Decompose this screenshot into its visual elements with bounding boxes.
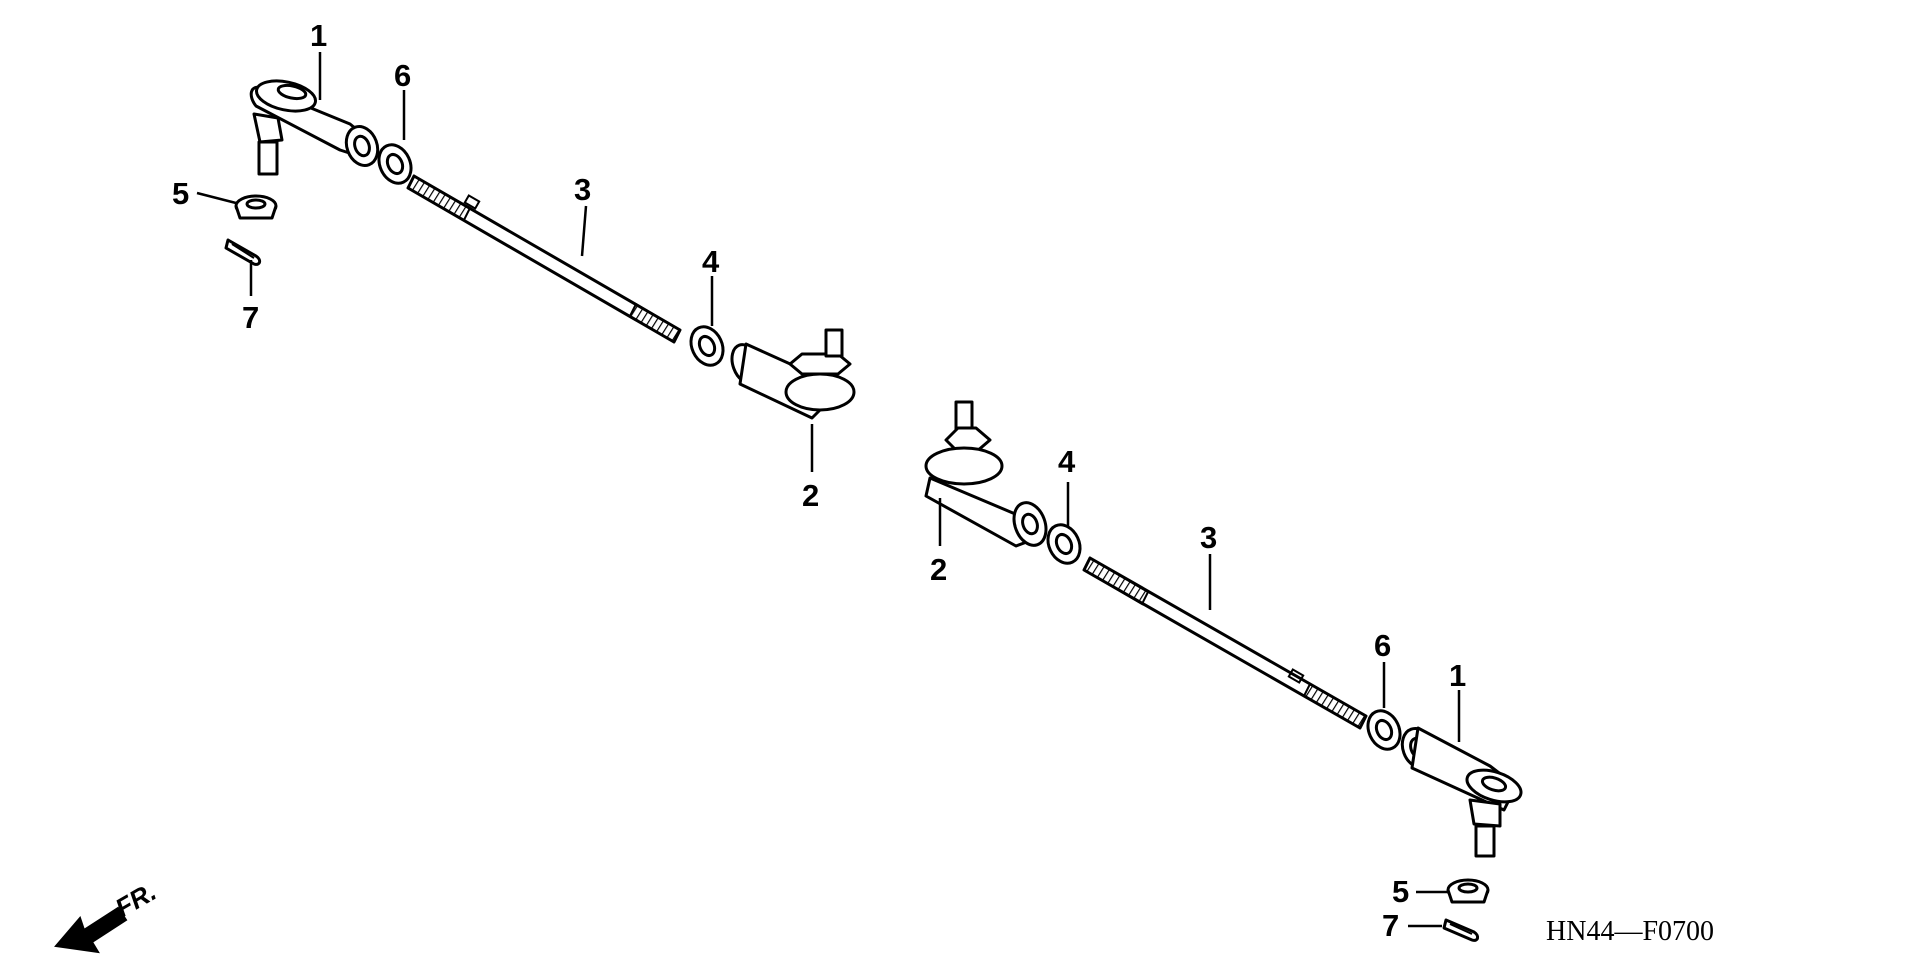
right-cotter-pin (1442, 918, 1480, 942)
callout-2-left: 2 (802, 478, 819, 513)
right-tie-rod-assembly (924, 400, 1523, 942)
callout-labels-left: 1 6 3 4 2 5 7 (172, 18, 819, 513)
right-tie-rod (1082, 556, 1368, 730)
callout-4-left: 4 (702, 244, 720, 279)
callout-1-right: 1 (1449, 658, 1466, 693)
right-washer (1366, 709, 1402, 751)
front-arrow-icon (54, 906, 128, 954)
front-direction-indicator: FR. (54, 876, 161, 954)
callout-6-right: 6 (1374, 628, 1391, 663)
callout-labels-right: 4 2 3 6 1 5 7 (930, 444, 1466, 943)
callout-5-left: 5 (172, 176, 189, 211)
callout-5-right: 5 (1392, 874, 1409, 909)
callout-7-left: 7 (242, 300, 259, 335)
left-tie-rod-end-outer (249, 79, 380, 176)
left-washer (377, 143, 413, 185)
right-castle-nut (1446, 878, 1490, 904)
left-tie-rod (406, 174, 682, 344)
right-lock-nut (1046, 523, 1082, 565)
leader-lines (196, 52, 1461, 928)
left-cotter-pin (224, 238, 262, 266)
callout-1-left: 1 (310, 18, 327, 53)
diagram-code: HN44—F0700 (1546, 916, 1714, 947)
right-tie-rod-end-inner (924, 400, 1048, 548)
left-tie-rod-assembly (224, 79, 856, 420)
callout-3-right: 3 (1200, 520, 1217, 555)
callout-2-right: 2 (930, 552, 947, 587)
callout-6-left: 6 (394, 58, 411, 93)
callout-3-left: 3 (574, 172, 591, 207)
right-tie-rod-end-outer (1400, 726, 1523, 858)
left-tie-rod-end-inner (730, 328, 856, 420)
left-lock-nut (689, 325, 725, 367)
callout-4-right: 4 (1058, 444, 1076, 479)
callout-7-right: 7 (1382, 908, 1399, 943)
left-castle-nut (234, 194, 278, 220)
